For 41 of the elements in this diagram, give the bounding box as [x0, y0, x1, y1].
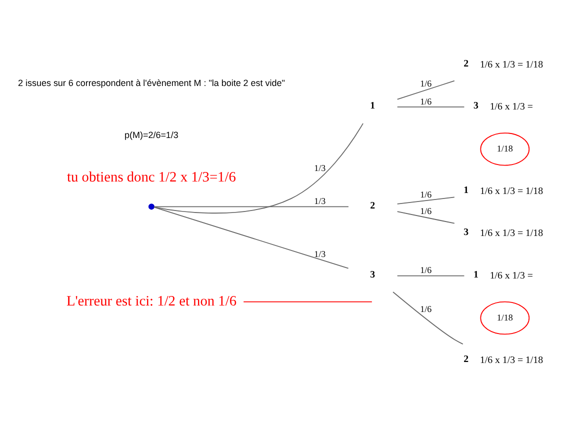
connector — [396, 196, 455, 204]
edge-label: 1/3 — [314, 248, 326, 259]
connector — [396, 211, 455, 224]
node-ellipse: 1/18 — [480, 132, 530, 166]
label: tu obtiens donc 1/2 x 1/3=1/6 — [67, 169, 236, 186]
connector — [396, 275, 465, 276]
node-label: 1/6 x 1/3 = 1/18 — [480, 186, 544, 197]
node-ellipse: 1/18 — [480, 301, 530, 335]
edge-label: 1/6 — [420, 304, 432, 314]
node-text: 3 — [473, 100, 478, 112]
node-text: 1 — [464, 185, 469, 196]
node-label: 1/6 x 1/3 = — [490, 270, 533, 282]
node-text: 2 — [464, 58, 469, 70]
connector — [154, 206, 349, 269]
edge-label: 1/6 — [420, 78, 432, 88]
edge-label: 1/6 — [420, 190, 432, 200]
label: p(M)=2/6=1/3 — [124, 130, 178, 140]
node-text: 3 — [464, 227, 469, 238]
node-text: L'erreur est ici: 1/2 et non 1/6 — [66, 293, 237, 310]
node-text: 2 — [464, 354, 469, 365]
connector — [243, 301, 372, 302]
node-text: 1 — [473, 269, 478, 280]
connector — [392, 292, 464, 345]
node-text: 3 — [370, 269, 376, 280]
node-label: 1/6 x 1/3 = 1/18 — [480, 354, 544, 366]
connector — [396, 106, 465, 108]
node-label: 1/6 x 1/3 = — [490, 101, 533, 112]
node-label: 1/6 x 1/3 = 1/18 — [480, 228, 544, 240]
node-circle — [148, 204, 154, 210]
edge-label: 1/6 — [420, 96, 432, 106]
edge-label: 1/6 — [420, 265, 432, 276]
edge-label: 1/6 — [420, 206, 432, 216]
connector — [154, 122, 364, 214]
node-label: 1/6 x 1/3 = 1/18 — [480, 59, 544, 70]
connector — [154, 206, 349, 208]
edge-label: 1/3 — [314, 196, 326, 206]
edge-label: 1/3 — [314, 162, 326, 173]
label: 2 issues sur 6 correspondent à l'évènement M : "la boite 2 est vide" — [18, 78, 285, 88]
connector — [396, 80, 455, 100]
node-text: 1 — [370, 100, 376, 112]
node-text: 2 — [370, 200, 376, 212]
